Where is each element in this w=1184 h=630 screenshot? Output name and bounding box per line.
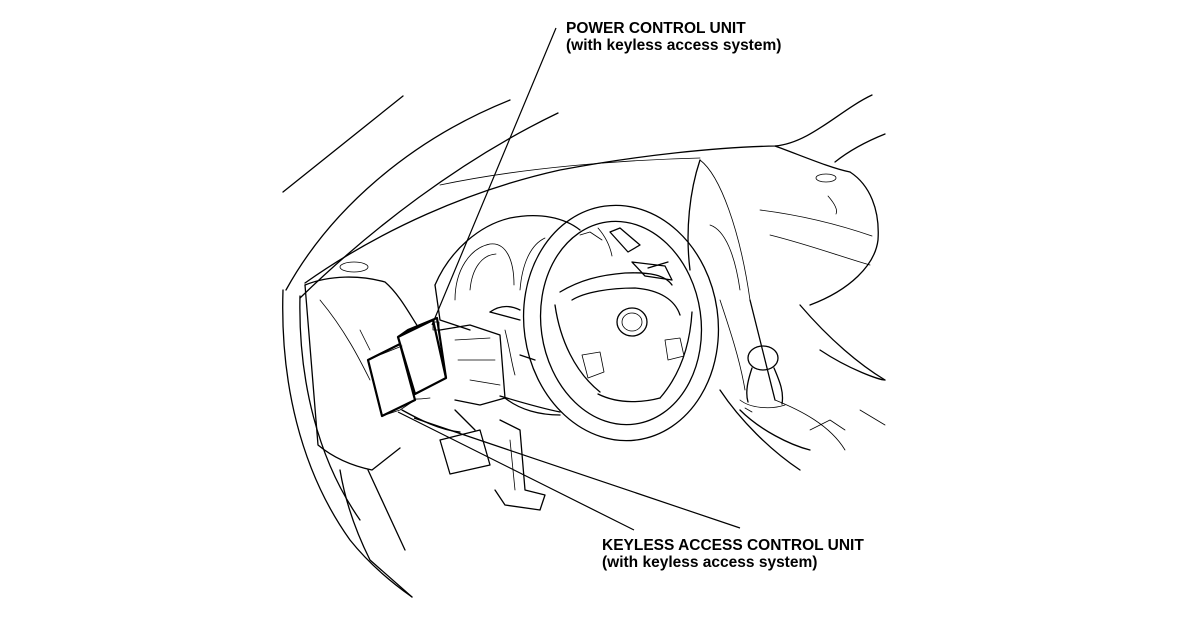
gear-shifter (739, 345, 786, 413)
power-control-unit-callout: POWER CONTROL UNIT (with keyless access … (566, 20, 781, 54)
keyless-access-control-unit-callout: KEYLESS ACCESS CONTROL UNIT (with keyles… (602, 537, 864, 571)
keyless-access-control-unit (366, 342, 417, 418)
leader-power-control-unit (431, 27, 557, 326)
power-control-unit-title: POWER CONTROL UNIT (566, 20, 746, 37)
instrument-cluster (434, 215, 603, 331)
pedals (439, 409, 546, 511)
leader-lines (397, 27, 741, 531)
left-dash-panel (304, 276, 431, 598)
steering-column (489, 305, 561, 413)
keyless-access-control-unit-note: (with keyless access system) (602, 554, 818, 571)
leader-keyless-access-control-unit (397, 411, 635, 531)
power-control-unit-note: (with keyless access system) (566, 37, 782, 54)
dashboard-top (304, 94, 886, 306)
steering-wheel (522, 204, 720, 442)
keyless-access-control-unit-title: KEYLESS ACCESS CONTROL UNIT (602, 537, 864, 554)
windshield-pillar (282, 95, 559, 598)
